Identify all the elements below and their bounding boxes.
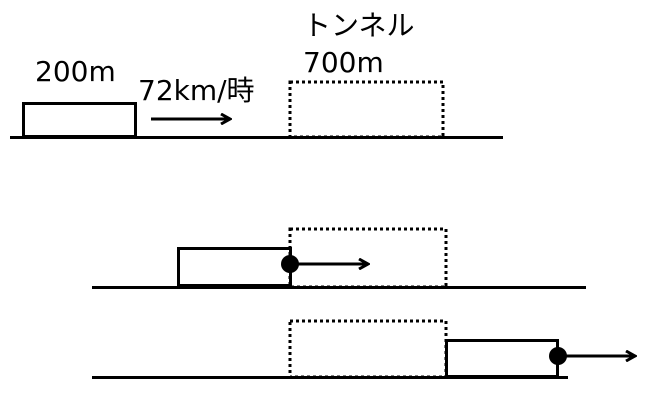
tunnel-length-label: 700m (303, 46, 384, 79)
train (177, 247, 292, 287)
train (22, 102, 137, 138)
tunnel (288, 80, 445, 139)
scene-entering (92, 227, 586, 289)
train-front-dot (549, 347, 567, 365)
train (445, 339, 559, 378)
tunnel (288, 319, 448, 379)
scene-initial: 200m 72km/時 トンネル 700m (10, 9, 503, 139)
train-length-label: 200m (35, 55, 116, 88)
tunnel-name-label: トンネル (303, 9, 414, 42)
tunnel (288, 227, 448, 289)
train-front-dot (281, 255, 299, 273)
speed-label: 72km/時 (138, 74, 255, 107)
scene-exiting (92, 319, 635, 379)
